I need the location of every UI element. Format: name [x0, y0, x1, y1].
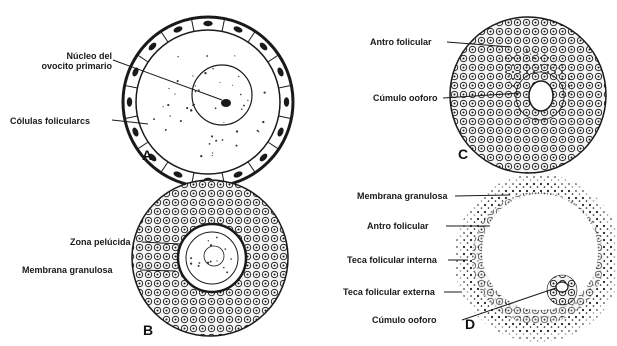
- speck: [190, 262, 192, 264]
- panel-a-cell-nucleus: [127, 98, 131, 106]
- label-follicular-cells: Cólulas folicularcs: [10, 116, 90, 126]
- panel-b-drawing: [132, 180, 288, 336]
- speck: [163, 106, 164, 107]
- label-zona-pellucida: Zona pelúcida: [70, 237, 131, 247]
- speck: [219, 82, 220, 83]
- speck: [174, 93, 175, 94]
- speck: [153, 118, 155, 120]
- speck: [215, 107, 217, 109]
- speck: [192, 104, 193, 105]
- speck: [206, 55, 208, 57]
- label-antrum-d: Antro folicular: [367, 221, 429, 231]
- speck: [216, 260, 217, 261]
- speck: [208, 240, 209, 241]
- speck: [236, 130, 238, 132]
- speck: [190, 109, 192, 111]
- speck: [258, 131, 259, 132]
- speck: [199, 262, 201, 264]
- speck: [200, 155, 202, 157]
- panel-d-antrum: [482, 194, 598, 310]
- label-theca-interna: Teca folicular interna: [347, 255, 437, 265]
- speck: [194, 104, 195, 105]
- speck: [212, 68, 213, 69]
- speck: [241, 108, 243, 110]
- speck: [186, 107, 188, 109]
- speck: [180, 120, 182, 122]
- speck: [222, 139, 224, 141]
- speck: [207, 262, 209, 264]
- panel-c-oocyte: [529, 81, 553, 111]
- speck: [169, 115, 170, 116]
- panel-c-drawing: [450, 17, 606, 173]
- label-nucleus-line2: ovocito primario: [30, 61, 112, 71]
- speck: [234, 55, 235, 56]
- speck: [167, 104, 169, 106]
- speck: [224, 248, 226, 250]
- speck: [223, 267, 225, 269]
- speck: [230, 258, 232, 260]
- speck: [216, 237, 218, 239]
- panel-a-cell-nucleus: [204, 21, 212, 25]
- speck: [190, 257, 192, 259]
- speck: [247, 100, 248, 101]
- label-cumulus-c: Cúmulo ooforo: [373, 93, 438, 103]
- speck: [212, 152, 213, 153]
- panel-d-oocyte: [556, 282, 568, 292]
- speck: [243, 105, 245, 107]
- speck: [210, 244, 212, 246]
- speck: [262, 121, 264, 123]
- label-granulosa-d: Membrana granulosa: [357, 191, 448, 201]
- speck: [198, 265, 200, 267]
- speck: [215, 140, 217, 142]
- panel-a-nucleolus: [221, 99, 231, 107]
- speck: [240, 94, 242, 96]
- speck: [211, 135, 213, 137]
- speck: [204, 72, 206, 74]
- speck: [264, 91, 266, 93]
- speck: [195, 85, 196, 86]
- speck: [238, 76, 239, 77]
- speck: [168, 88, 169, 89]
- panel-d-drawing: [454, 174, 617, 342]
- label-granulosa-b: Membrana granulosa: [22, 265, 113, 275]
- speck: [195, 91, 197, 93]
- speck: [177, 56, 178, 57]
- speck: [226, 271, 228, 273]
- label-nucleus-line1: Núcleo del: [30, 51, 112, 61]
- speck: [232, 85, 233, 86]
- speck: [209, 143, 211, 145]
- label-antrum-c: Antro folicular: [370, 37, 432, 47]
- speck: [198, 89, 200, 91]
- label-cumulus-d: Cúmulo ooforo: [372, 315, 437, 325]
- label-theca-externa: Teca folicular externa: [343, 287, 435, 297]
- panel-d-letter: D: [465, 316, 475, 332]
- panel-b-oocyte: [186, 232, 238, 284]
- speck: [212, 155, 213, 156]
- panel-b-letter: B: [143, 322, 153, 338]
- speck: [236, 145, 238, 147]
- speck: [177, 80, 179, 82]
- panel-c-letter: C: [458, 146, 468, 162]
- panel-a-letter: A: [142, 147, 152, 163]
- panel-a-cell-nucleus: [284, 98, 288, 106]
- speck: [223, 122, 224, 123]
- speck: [210, 261, 212, 263]
- speck: [192, 75, 193, 76]
- speck: [165, 129, 167, 131]
